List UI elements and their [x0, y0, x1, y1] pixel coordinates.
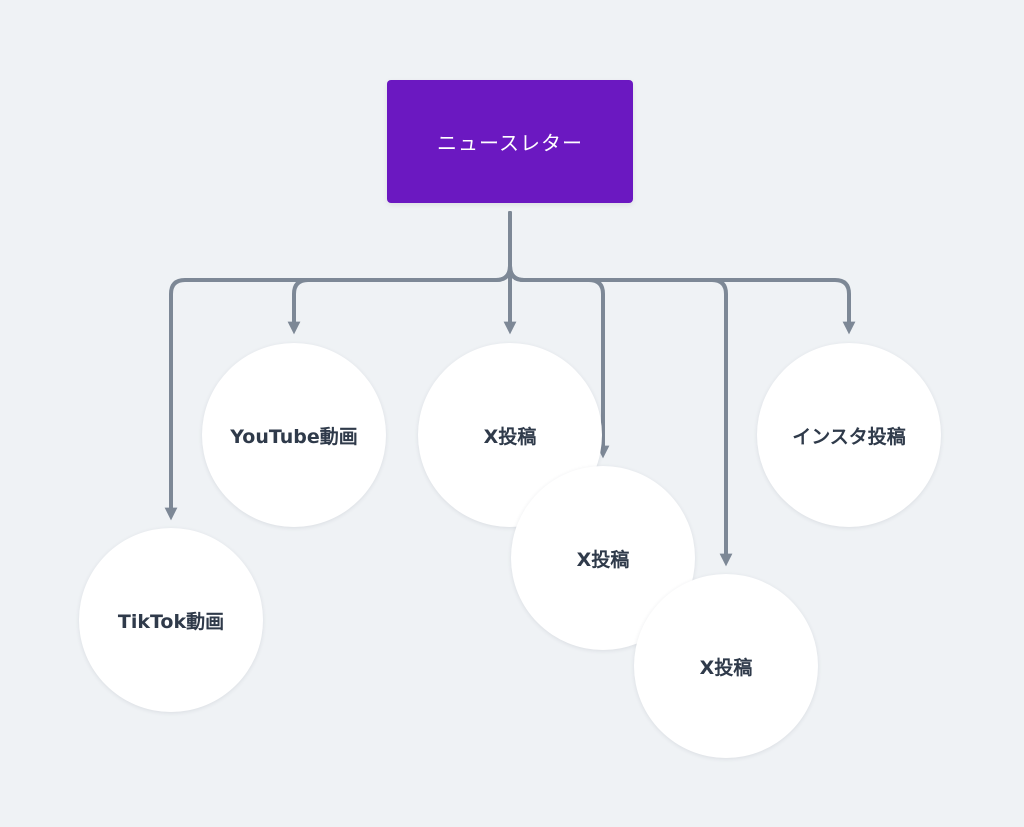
child-node-tiktok[interactable]: TikTok動画	[79, 528, 263, 712]
child-node-label: YouTube動画	[230, 425, 358, 448]
child-node-label: TikTok動画	[117, 610, 225, 633]
connector-to-youtube	[287, 211, 512, 335]
root-node-label: ニュースレター	[437, 131, 583, 155]
child-node-label: X投稿	[576, 548, 630, 571]
connector-to-instagram	[508, 211, 856, 335]
root-node-newsletter[interactable]: ニュースレター	[387, 80, 633, 203]
child-node-label: X投稿	[699, 656, 753, 679]
child-node-x-post-3[interactable]: X投稿	[634, 574, 818, 758]
child-node-youtube[interactable]: YouTube動画	[202, 343, 386, 527]
child-node-instagram[interactable]: インスタ投稿	[757, 343, 941, 527]
child-node-label: インスタ投稿	[792, 425, 906, 448]
child-node-label: X投稿	[483, 425, 537, 448]
